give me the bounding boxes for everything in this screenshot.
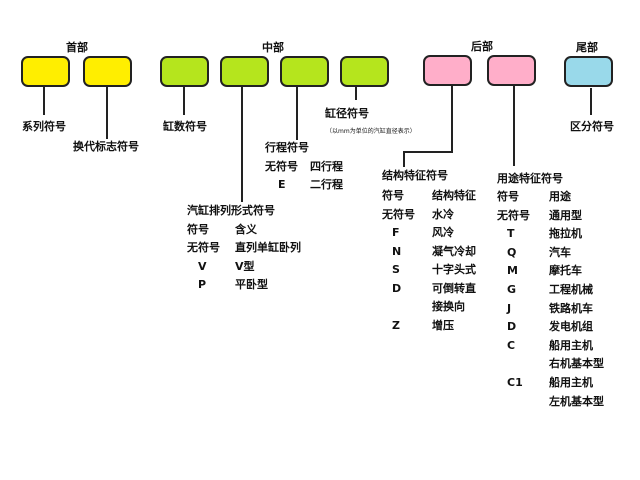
connector — [403, 151, 453, 153]
meaning-cell: 四行程 — [310, 160, 343, 173]
meaning-cell: 平卧型 — [235, 277, 268, 291]
symbol-cell: Q — [507, 245, 517, 259]
symbol-cell: P — [198, 277, 207, 291]
meaning-cell: 通用型 — [549, 208, 582, 222]
meaning-cell: 发电机组 — [549, 320, 593, 334]
meaning-cell: 含义 — [235, 223, 257, 236]
symbol-cell: E — [278, 178, 286, 191]
connector — [590, 88, 592, 115]
symbol-cell: M — [507, 264, 518, 278]
section-middle: 中部 — [262, 41, 284, 54]
meaning-cell: 铁路机车 — [549, 301, 593, 315]
bore-label: 缸径符号 — [325, 107, 369, 120]
symbol-cell: V — [198, 259, 207, 273]
symbol-cell: 符号 — [382, 189, 404, 202]
stroke-box — [280, 56, 329, 87]
connector — [451, 86, 453, 153]
symbol-cell: 无符号 — [265, 160, 298, 173]
section-head: 首部 — [66, 41, 88, 54]
generation-box — [83, 56, 132, 87]
meaning-cell: 凝气冷却 — [432, 244, 476, 258]
arrangement-label: 汽缸排列形式符号 — [187, 204, 275, 217]
meaning-cell: 接换向 — [432, 300, 465, 313]
symbol-cell: F — [392, 226, 400, 239]
series-label: 系列符号 — [22, 120, 66, 133]
cyl-count-label: 缸数符号 — [163, 120, 207, 133]
symbol-cell: 符号 — [187, 223, 209, 236]
meaning-cell: 左机基本型 — [549, 394, 604, 408]
symbol-cell: D — [392, 281, 402, 295]
symbol-cell: 符号 — [497, 190, 519, 203]
symbol-cell: J — [507, 301, 512, 315]
bore-note: （以mm为单位的汽缸直径表示） — [326, 128, 416, 135]
meaning-cell: 船用主机 — [549, 376, 593, 389]
meaning-cell: 可倒转直 — [432, 281, 476, 295]
symbol-cell: C — [507, 338, 516, 352]
connector — [355, 87, 357, 100]
arrangement-box — [220, 56, 269, 87]
structure-label: 结构特征符号 — [382, 169, 448, 182]
distinguish-box — [564, 56, 613, 87]
symbol-cell: 无符号 — [497, 208, 530, 222]
meaning-cell: 摩托车 — [549, 264, 582, 278]
connector — [296, 87, 298, 140]
meaning-cell: 用途 — [549, 190, 571, 203]
cyl-count-box — [160, 56, 209, 87]
usage-label: 用途特征符号 — [497, 172, 563, 185]
meaning-cell: 二行程 — [310, 178, 343, 191]
bore-box — [340, 56, 389, 87]
meaning-cell: 右机基本型 — [549, 357, 604, 371]
symbol-cell: T — [507, 227, 515, 241]
distinguish-label: 区分符号 — [570, 120, 614, 133]
stroke-label: 行程符号 — [265, 141, 309, 154]
meaning-cell: 汽车 — [549, 245, 571, 259]
meaning-cell: V型 — [235, 259, 255, 273]
connector — [43, 87, 45, 115]
meaning-cell: 船用主机 — [549, 338, 593, 352]
meaning-cell: 水冷 — [432, 207, 454, 221]
section-tail: 尾部 — [576, 41, 598, 54]
meaning-cell: 结构特征 — [432, 189, 476, 202]
structure-box — [423, 55, 472, 86]
connector — [183, 87, 185, 115]
symbol-cell: C1 — [507, 376, 523, 389]
symbol-cell: Z — [392, 318, 400, 332]
symbol-cell: S — [392, 263, 400, 276]
symbol-cell: 无符号 — [187, 241, 220, 255]
meaning-cell: 十字头式 — [432, 263, 476, 276]
symbol-cell: G — [507, 283, 517, 296]
meaning-cell: 风冷 — [432, 226, 454, 239]
symbol-cell: N — [392, 244, 402, 258]
connector — [513, 86, 515, 166]
symbol-cell: 无符号 — [382, 207, 415, 221]
series-box — [21, 56, 70, 87]
section-rear: 后部 — [471, 40, 493, 53]
meaning-cell: 拖拉机 — [549, 227, 582, 241]
meaning-cell: 增压 — [432, 318, 454, 332]
usage-box — [487, 55, 536, 86]
generation-label: 换代标志符号 — [73, 140, 139, 153]
meaning-cell: 直列单缸卧列 — [235, 241, 301, 255]
connector — [403, 151, 405, 167]
meaning-cell: 工程机械 — [549, 283, 593, 296]
connector — [241, 87, 243, 202]
connector — [106, 87, 108, 139]
symbol-cell: D — [507, 320, 517, 334]
